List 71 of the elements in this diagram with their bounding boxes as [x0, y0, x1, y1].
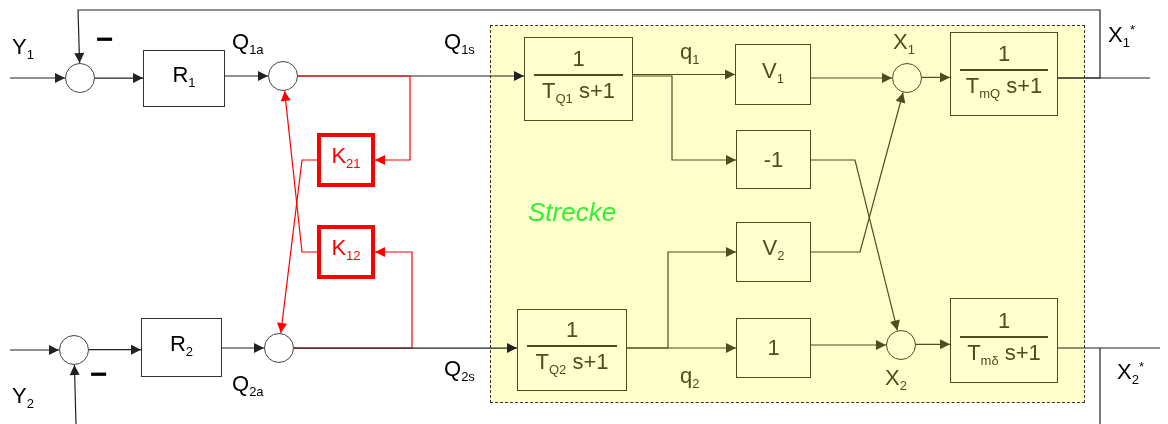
region-label: Strecke: [528, 200, 617, 224]
transfer-block: [524, 37, 633, 121]
denominator: T$_{mQ}$ s+1: [965, 74, 1043, 103]
signal-arrow: [224, 71, 269, 81]
signal-label: Q$_{2s}$: [444, 357, 475, 386]
signal-arrow: [810, 340, 887, 350]
signal-label: Q$_{1a}$: [232, 30, 264, 59]
numerator: 1: [997, 308, 1011, 333]
denominator: T$_{Q2}$ s+1: [535, 350, 609, 379]
signal-arrow: [915, 339, 951, 350]
signal-label: q$_{1}$: [680, 40, 700, 69]
signal-label: Q$_{1s}$: [444, 30, 475, 59]
signal-arrow: [221, 343, 265, 353]
signal-arrow: [9, 345, 60, 355]
plant-region: [490, 25, 1085, 403]
transfer-block: [141, 318, 222, 377]
signal-arrow: [1057, 347, 1161, 424]
transfer-block: [736, 222, 811, 282]
transfer-block: [950, 32, 1058, 116]
transfer-block: [735, 44, 811, 105]
transfer-block: [517, 309, 627, 391]
signal-arrow: [810, 159, 900, 331]
signal-arrow: [88, 344, 142, 355]
block-label: R$_{1}$: [172, 62, 196, 92]
coupling-block: [317, 133, 375, 187]
block-label: 1: [767, 336, 780, 360]
signal-label: X$_{2}$: [885, 366, 907, 395]
signal-arrow: [74, 9, 1101, 79]
signal-arrow: [297, 75, 411, 165]
signal-arrow: [293, 343, 518, 354]
signal-label: q$_{2}$: [680, 364, 700, 393]
signal-arrow: [632, 75, 737, 165]
transfer-block: [143, 50, 225, 107]
signal-arrow: [9, 73, 66, 83]
summing-junction: [65, 63, 95, 93]
numerator: 1: [997, 42, 1011, 66]
signal-arrow: [632, 69, 736, 80]
signal-label: Y$_{1}$: [12, 35, 34, 64]
transfer-block: [950, 298, 1058, 383]
signal-label: Q$_{2a}$: [232, 372, 264, 401]
summing-junction: [59, 335, 89, 365]
signal-arrow: [626, 343, 737, 353]
coupling-block: [317, 225, 375, 279]
signal-arrow: [94, 73, 144, 84]
block-label: R$_{2}$: [169, 331, 194, 361]
summing-junction: [886, 330, 916, 360]
signal-arrow: [810, 91, 906, 253]
summing-junction: [268, 61, 298, 91]
denominator: T$_{mδ}$ s+1: [967, 340, 1041, 370]
transfer-block: [736, 318, 811, 378]
block-label: K$_{21}$: [331, 144, 361, 173]
signal-arrow: [277, 159, 318, 334]
signal-label: X$_{1}$: [893, 30, 915, 59]
minus-sign: −: [96, 27, 114, 51]
block-label: V$_{1}$: [762, 58, 784, 88]
minus-sign: −: [90, 362, 108, 386]
summing-junction: [892, 63, 922, 93]
denominator: T$_{Q1}$ s+1: [542, 79, 615, 108]
summing-junction: [264, 333, 294, 363]
signal-arrow: [69, 364, 80, 424]
numerator: 1: [565, 318, 579, 342]
signal-arrow: [810, 73, 893, 83]
signal-arrow: [293, 247, 413, 349]
block-label: -1: [763, 147, 784, 172]
numerator: 1: [572, 47, 585, 71]
signal-label: Y$_{2}$: [12, 384, 34, 413]
block-label: V$_{2}$: [762, 236, 785, 265]
block-label: K$_{12}$: [331, 236, 361, 265]
signal-arrow: [280, 90, 318, 253]
signal-arrow: [921, 72, 951, 83]
transfer-block: [736, 130, 811, 189]
